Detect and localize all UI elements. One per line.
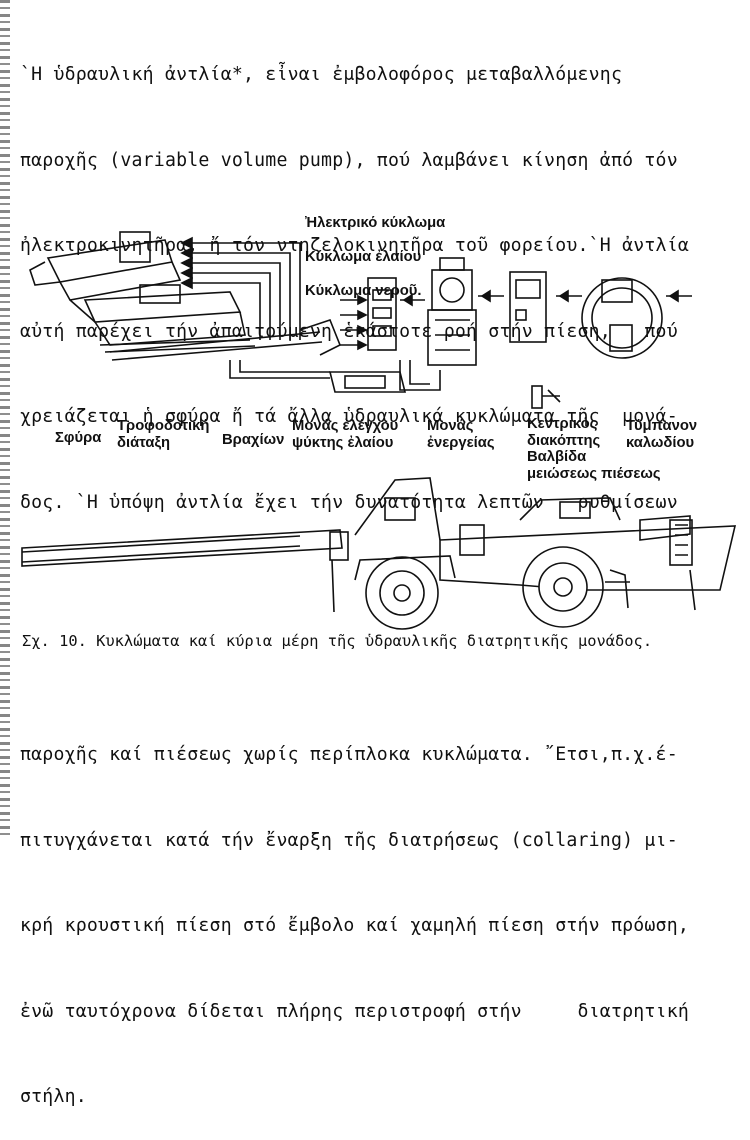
label-hammer: Σφύρα	[55, 430, 102, 446]
text-line: `Η ὑδραυλική ἀντλία*, εἶναι ἐμβολοφόρος …	[20, 64, 623, 85]
text-line: δος. `Η ὑπόψη ἀντλία ἔχει τήν δυνατότητα…	[20, 491, 678, 513]
text-line: χρειάζεται ἡ σφύρα ἤ τά ἄλλα ὑδραυλικά κ…	[20, 406, 678, 427]
text-line: ἐνῶ ταυτόχρονα δίδεται πλήρης περιστροφή…	[20, 1000, 689, 1022]
text-line: στήλη.	[20, 1086, 87, 1107]
paragraph-bottom: παροχῆς καί πιέσεως χωρίς περίπλοκα κυκλ…	[20, 684, 735, 1140]
label-cable-drum: Τύμπανον καλωδίου	[626, 418, 698, 451]
hose-lines	[229, 360, 441, 391]
legend-electric: Ἠλεκτρικό κύκλωμα	[305, 215, 446, 231]
text-line: παροχῆς καί πιέσεως χωρίς περίπλοκα κυκλ…	[20, 744, 678, 765]
cable-drum-drawing	[556, 277, 692, 359]
paragraph-top: `Η ὑδραυλική ἀντλία*, εἶναι ἐμβολοφόρος …	[20, 4, 735, 546]
hydraulic-drill-figure	[21, 231, 737, 630]
boom-drawing	[109, 319, 342, 361]
flow-arrows-feeder	[180, 236, 301, 340]
pressure-valve-drawing	[531, 385, 561, 409]
control-unit-drawing	[340, 277, 397, 351]
label-control-unit: Μονάς ἐλέγχου ψύκτης ἐλαίου	[292, 418, 399, 451]
page-binding-edge	[0, 0, 10, 837]
drill-feeder-drawing	[29, 231, 256, 353]
label-feeder: Τροφοδοτική διάταξη	[117, 418, 210, 451]
text-line: πιτυγχάνεται κατά τήν ἔναρξη τῆς διατρήσ…	[20, 829, 678, 851]
legend-oil: Κύκλωμα ἐλαίου	[305, 249, 422, 265]
text-line: κρή κρουστική πίεση στό ἔμβολο καί χαμηλ…	[20, 915, 689, 936]
main-switch-drawing	[478, 271, 547, 343]
label-pressure-valve: Βαλβίδα μειώσεως πιέσεως	[527, 449, 661, 482]
label-main-switch: Κεντρικός διακόπτης	[527, 416, 601, 449]
text-line: ἠλεκτροκινητῆρα, ἤ τόν ντηζελοκινητῆρα τ…	[20, 235, 689, 256]
figure-legend: Ἠλεκτρικό κύκλωμα Κύκλωμα ἐλαίου Κύκλωμα…	[305, 198, 445, 317]
power-unit-drawing	[400, 257, 477, 366]
text-line: παροχῆς (variable volume pump), πού λαμβ…	[20, 149, 678, 171]
drill-rig-drawing	[21, 477, 737, 630]
label-boom: Βραχίων	[222, 432, 285, 448]
oil-cooler-drawing	[328, 371, 407, 393]
label-power-unit: Μονάς ἐνεργείας	[427, 418, 495, 451]
legend-water: Κύκλωμα νεροῦ.	[305, 283, 422, 299]
figure-caption: Σχ. 10. Κυκλώματα καί κύρια μέρη τῆς ὑδρ…	[22, 632, 653, 650]
